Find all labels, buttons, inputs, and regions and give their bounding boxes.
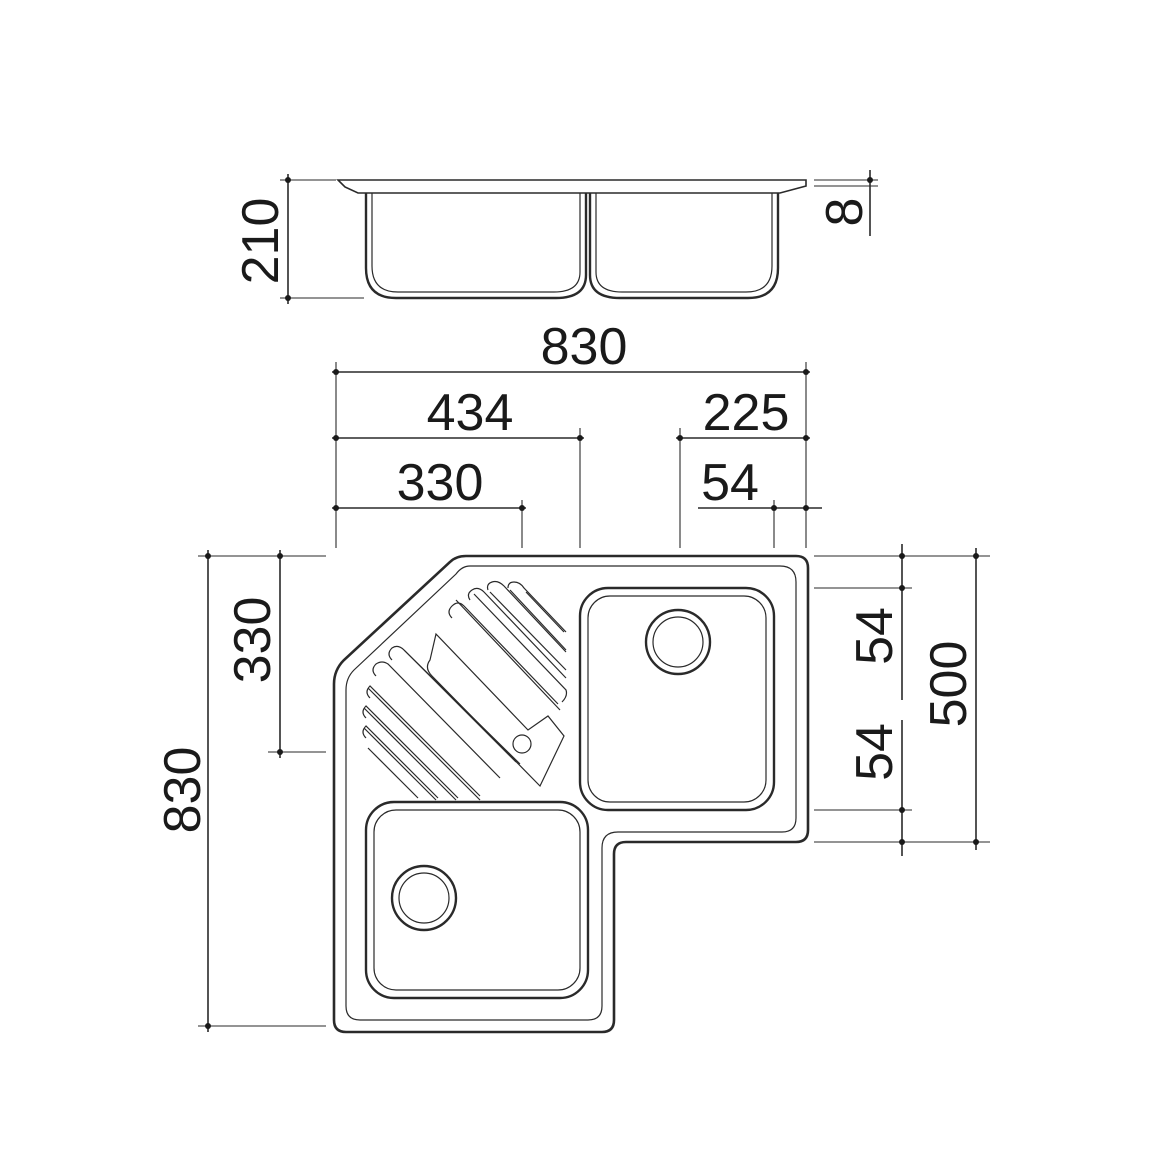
dim-width-330: 330 [397, 454, 484, 512]
right-bowl [578, 586, 776, 812]
side-view-right-bowl [588, 193, 780, 300]
right-bowl-drain-icon [644, 608, 712, 676]
side-view-left-bowl [364, 193, 588, 300]
sink-inner-rim [345, 565, 797, 1021]
top-dimensions: 830 434 330 225 54 [332, 318, 822, 548]
dim-width-54: 54 [701, 454, 759, 512]
left-bowl [364, 800, 590, 1000]
side-view-rim [336, 179, 807, 194]
dim-right-54-top: 54 [846, 607, 904, 665]
dim-width-225: 225 [703, 384, 790, 442]
drainer-board [362, 580, 568, 801]
dim-side-rim: 8 [816, 198, 874, 227]
dim-right-54-bottom: 54 [846, 723, 904, 781]
plan-view [332, 554, 810, 1034]
side-view: 210 8 [232, 170, 878, 304]
dim-overall-width: 830 [541, 318, 628, 376]
dim-height-500: 500 [920, 641, 978, 728]
dim-width-434: 434 [427, 384, 514, 442]
left-dimensions: 830 330 [154, 550, 326, 1032]
sink-outline [332, 554, 810, 1034]
dim-side-depth: 210 [232, 198, 290, 285]
dim-overall-height: 830 [154, 747, 212, 834]
dim-height-330: 330 [224, 597, 282, 684]
left-bowl-drain-icon [390, 864, 458, 932]
right-dimensions: 500 54 54 [814, 544, 990, 856]
